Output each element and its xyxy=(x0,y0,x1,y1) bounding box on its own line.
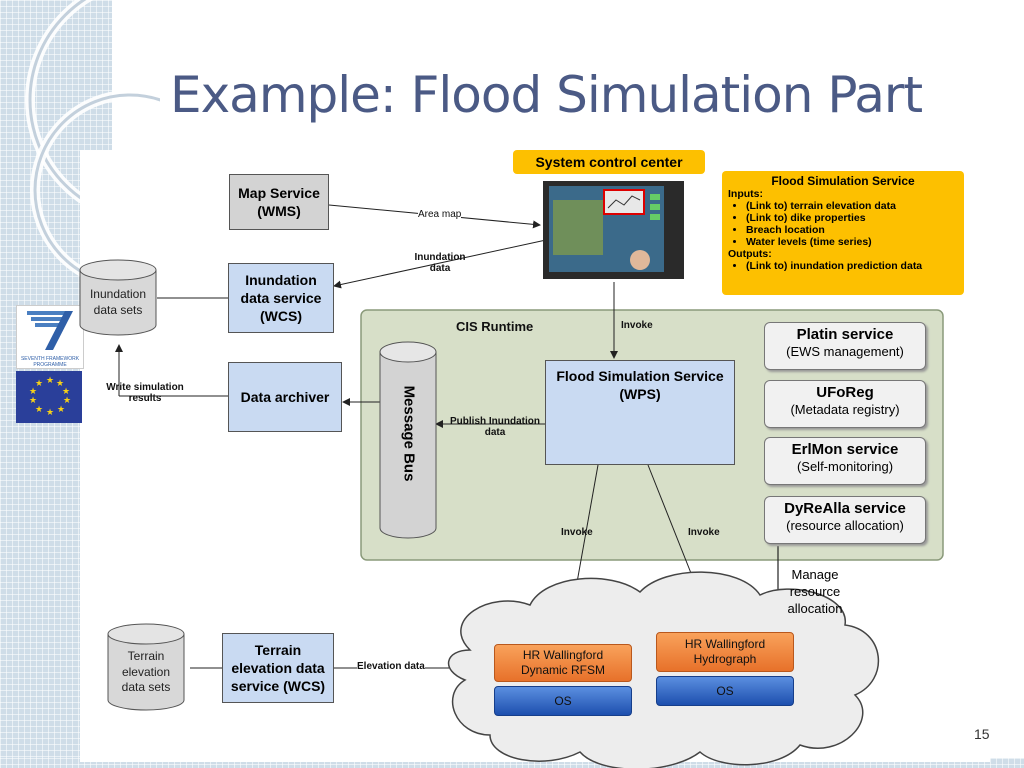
invoke-top-label: Invoke xyxy=(621,320,653,331)
service-desc: (resource allocation) xyxy=(786,518,904,533)
data-archiver-box: Data archiver xyxy=(228,362,342,432)
message-bus-cylinder xyxy=(379,341,437,539)
cis-runtime-label: CIS Runtime xyxy=(456,319,534,334)
terrain-service-box: Terrain elevation data service (WCS) xyxy=(222,633,334,703)
fss-outputs-label: Outputs: xyxy=(728,248,772,260)
flood-sim-wps-label: Flood Simulation Service (WPS) xyxy=(556,368,724,403)
service-card: Platin service (EWS management) xyxy=(764,322,926,370)
svg-text:★: ★ xyxy=(46,375,54,385)
terrain-cylinder xyxy=(107,623,185,711)
elevation-data-label: Elevation data xyxy=(357,661,425,672)
inundation-data-service-box: Inundation data service (WCS) xyxy=(228,263,334,333)
fss-input-item: Water levels (time series) xyxy=(746,236,958,248)
inundation-data-label: Inundation data xyxy=(414,252,466,274)
fss-outputs-list: (Link to) inundation prediction data xyxy=(728,260,958,272)
write-results-label: Write simulation results xyxy=(106,382,184,404)
service-card: UFoReg (Metadata registry) xyxy=(764,380,926,428)
area-map-label: Area map xyxy=(418,209,462,220)
svg-text:★: ★ xyxy=(29,386,37,396)
service-card: DyReAlla service (resource allocation) xyxy=(764,496,926,544)
svg-text:★: ★ xyxy=(56,378,64,388)
fss-output-item: (Link to) inundation prediction data xyxy=(746,260,958,272)
invoke-right-label: Invoke xyxy=(688,527,720,538)
fss-info-heading: Flood Simulation Service xyxy=(771,174,915,188)
svg-text:★: ★ xyxy=(35,404,43,414)
fp7-caption: SEVENTH FRAMEWORK PROGRAMME xyxy=(20,356,80,368)
inundation-data-sets-label: Inundation data sets xyxy=(89,287,147,317)
svg-text:★: ★ xyxy=(62,386,70,396)
service-desc: (Metadata registry) xyxy=(790,402,900,417)
eu-flag-logo: ★★★ ★★★ ★★★ ★ xyxy=(16,371,82,423)
hydrograph-box: HR Wallingford Hydrograph xyxy=(656,632,794,672)
fp7-seven-icon xyxy=(27,311,73,350)
service-name: ErlMon service xyxy=(791,441,899,458)
map-service-box: Map Service (WMS) xyxy=(229,174,329,230)
inundation-cylinder xyxy=(79,259,157,336)
system-control-center-label: System control center xyxy=(513,150,705,174)
decorative-grid-bottom xyxy=(0,758,1024,768)
manage-resource-label: Manage resource allocation xyxy=(787,567,843,616)
svg-text:★: ★ xyxy=(46,407,54,417)
svg-text:★: ★ xyxy=(57,404,65,414)
fss-input-item: (Link to) terrain elevation data xyxy=(746,200,958,212)
fss-info-box: Flood Simulation Service Inputs: (Link t… xyxy=(722,171,964,295)
terrain-data-sets-label: Terrain elevation data sets xyxy=(121,649,171,695)
service-card: ErlMon service (Self-monitoring) xyxy=(764,437,926,485)
slide-title: Example: Flood Simulation Part xyxy=(170,66,923,124)
service-name: Platin service xyxy=(796,326,894,343)
fss-inputs-list: (Link to) terrain elevation data (Link t… xyxy=(728,200,958,248)
svg-text:★: ★ xyxy=(35,378,43,388)
fss-input-item: (Link to) dike properties xyxy=(746,212,958,224)
fss-input-item: Breach location xyxy=(746,224,958,236)
fp7-logo: SEVENTH FRAMEWORK PROGRAMME xyxy=(16,305,84,369)
service-desc: (Self-monitoring) xyxy=(796,459,894,474)
publish-label: Publish Inundation data xyxy=(450,416,540,438)
svg-text:★: ★ xyxy=(29,395,37,405)
os-left-box: OS xyxy=(494,686,632,716)
os-right-box: OS xyxy=(656,676,794,706)
message-bus-label: Message Bus xyxy=(400,385,418,482)
service-name: UFoReg xyxy=(816,384,874,401)
rfsm-box: HR Wallingford Dynamic RFSM xyxy=(494,644,632,682)
svg-text:★: ★ xyxy=(63,395,71,405)
fss-inputs-label: Inputs: xyxy=(728,188,763,200)
eu-stars-icon: ★★★ ★★★ ★★★ ★ xyxy=(29,375,71,417)
page-number: 15 xyxy=(974,726,990,742)
control-center-screen-icon xyxy=(543,181,684,279)
service-name: DyReAlla service xyxy=(784,500,906,517)
service-desc: (EWS management) xyxy=(786,344,904,359)
flood-sim-wps-box: Flood Simulation Service (WPS) xyxy=(545,360,735,465)
invoke-left-label: Invoke xyxy=(561,527,593,538)
